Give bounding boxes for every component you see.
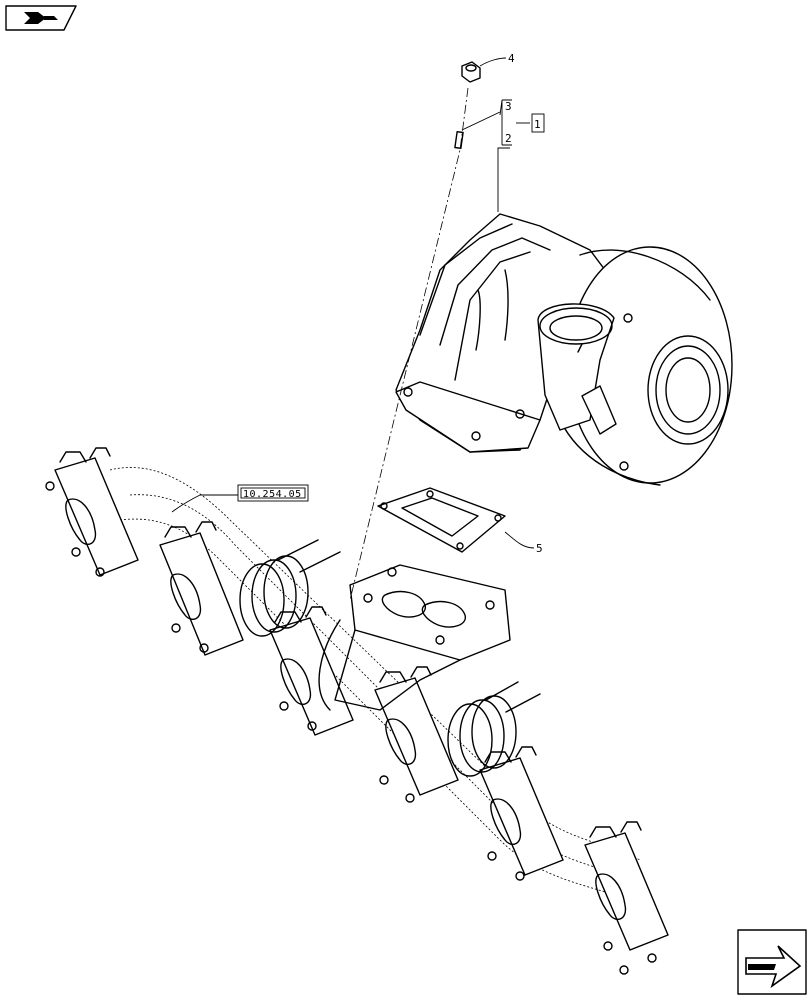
manifold-flange-6: [584, 821, 669, 975]
manifold-slip-joint-1: [239, 539, 341, 637]
reference-label: 10.254.05: [243, 489, 302, 500]
manifold-flange-1: [45, 447, 139, 577]
svg-text:3: 3: [505, 100, 512, 113]
manifold-turbo-pad: [318, 564, 511, 711]
manifold-flange-3: [269, 606, 354, 736]
book-navigation-icon[interactable]: [5, 5, 77, 31]
reference-box[interactable]: 10.254.05: [237, 484, 309, 502]
callout-5: 5: [536, 542, 543, 555]
exhaust-manifold: [45, 447, 669, 975]
leader-lines: [171, 57, 535, 549]
next-page-arrow-icon[interactable]: [737, 929, 807, 995]
manifold-flange-2: [159, 521, 244, 656]
callout-2: 2: [505, 132, 512, 145]
turbo-gasket: [377, 487, 506, 553]
manifold-slip-joint-2: [447, 681, 541, 777]
callout-1-box: 1: [531, 113, 545, 133]
manifold-flange-4: [374, 666, 459, 803]
callout-4: 4: [508, 52, 515, 65]
turbocharger: [395, 213, 733, 486]
svg-text:1: 1: [534, 118, 541, 131]
svg-text:4: 4: [508, 52, 515, 65]
callout-3: 3: [505, 100, 512, 113]
svg-text:2: 2: [505, 132, 512, 145]
nut: [461, 61, 481, 83]
svg-text:5: 5: [536, 542, 543, 555]
assembly-centerline: [349, 87, 469, 601]
